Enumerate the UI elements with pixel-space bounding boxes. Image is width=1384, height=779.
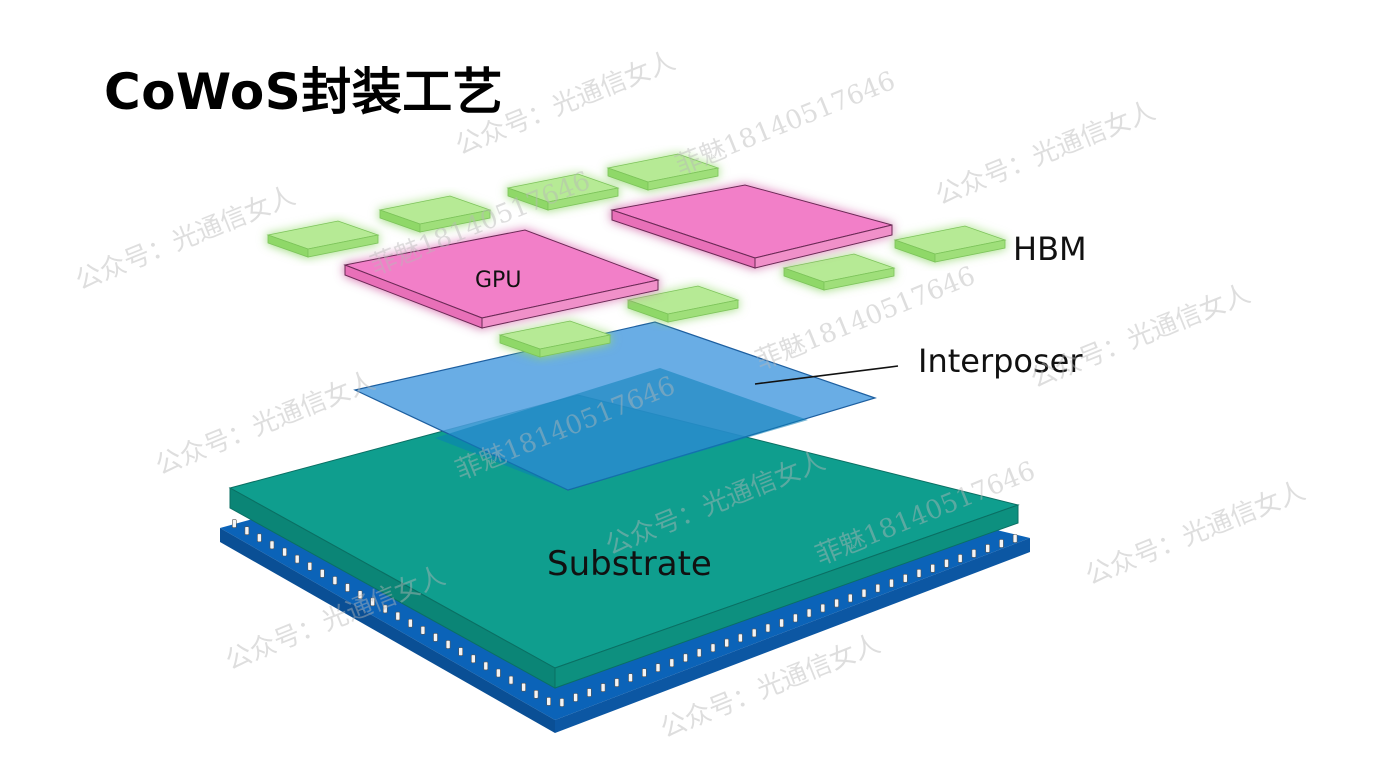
watermark-text: 公众号：光通信女人 (1081, 476, 1309, 591)
solder-bump (521, 682, 526, 692)
solder-bump (889, 578, 894, 588)
substrate-layer (228, 394, 1020, 689)
solder-bump (751, 628, 757, 638)
solder-bump (930, 563, 936, 573)
solder-bumps (232, 519, 1018, 707)
solder-bump (586, 688, 592, 697)
watermark-text: 公众号：光通信女人 (931, 96, 1159, 211)
solder-bump (696, 648, 702, 658)
solder-bump (546, 697, 552, 706)
hbm-chip (506, 173, 620, 211)
solder-bump (655, 663, 661, 673)
solder-bump (669, 658, 675, 668)
hbm-chip (606, 153, 720, 191)
substrate-label: Substrate (547, 544, 712, 584)
hbm-chip (893, 225, 1007, 263)
solder-bump (834, 598, 839, 608)
solder-bump (282, 547, 287, 557)
watermark-text: 公众号：光通信女人 (1026, 279, 1254, 394)
solder-bump (294, 554, 300, 564)
hbm-chip (626, 285, 740, 323)
solder-bump (600, 683, 606, 692)
solder-bump (319, 569, 325, 578)
hbm-chip (266, 220, 380, 258)
solder-bump (724, 638, 730, 648)
solder-bump (445, 640, 451, 649)
solder-bump (779, 618, 784, 628)
hbm-chips (266, 153, 1007, 358)
solder-bump (483, 661, 489, 671)
solder-bump (861, 588, 867, 598)
solder-bump (573, 693, 578, 702)
solder-bump (433, 633, 438, 642)
pink-die-2 (610, 184, 893, 269)
solder-bump (985, 544, 991, 553)
solder-bump (875, 583, 881, 593)
watermark-text: 菲魅18140517646 (671, 66, 899, 181)
solder-bump (806, 608, 812, 618)
solder-bump (370, 597, 375, 607)
solder-bump (1012, 534, 1018, 543)
solder-bump (420, 625, 426, 635)
gpu-label: GPU (475, 268, 521, 293)
solder-bump (232, 519, 237, 528)
solder-bump (683, 653, 688, 663)
solder-bump (508, 675, 514, 685)
solder-bump (738, 633, 743, 643)
page-title: CoWoS封装工艺 (104, 63, 504, 121)
hbm-chip (498, 320, 612, 358)
interposer-leader-line (754, 365, 899, 385)
solder-bump (269, 540, 275, 550)
solder-bump (458, 647, 464, 656)
solder-bump (916, 568, 922, 578)
solder-bump (614, 678, 620, 687)
solder-bump (628, 673, 633, 683)
solder-bump (902, 573, 908, 583)
solder-bump (641, 668, 647, 678)
solder-bump (559, 698, 565, 707)
solder-bump (244, 526, 250, 536)
hbm-label: HBM (1013, 230, 1087, 268)
solder-bump (332, 576, 338, 585)
solder-bump (847, 593, 853, 603)
watermark-text: 公众号：光通信女人 (451, 46, 679, 161)
solder-bump (820, 603, 826, 613)
solder-bump (710, 643, 716, 653)
solder-bump (999, 539, 1004, 548)
solder-bump (395, 611, 401, 621)
interposer-label: Interposer (918, 342, 1083, 380)
solder-bump (957, 554, 963, 563)
solder-bump (470, 654, 476, 664)
solder-bump (257, 533, 262, 543)
solder-bump (307, 561, 313, 571)
watermark-text: 公众号：光通信女人 (71, 181, 299, 296)
solder-bump (971, 549, 977, 558)
solder-bump (944, 558, 949, 568)
gpu-die (343, 229, 660, 329)
solder-bump (357, 590, 363, 600)
hbm-chip (782, 253, 896, 291)
solder-bump (345, 583, 350, 592)
solder-bump (496, 668, 501, 678)
solder-bump (382, 604, 388, 614)
solder-bump (533, 689, 539, 699)
solder-bump (765, 623, 771, 633)
solder-bump (408, 618, 413, 628)
hbm-chip (378, 195, 492, 233)
solder-bump (793, 613, 798, 623)
